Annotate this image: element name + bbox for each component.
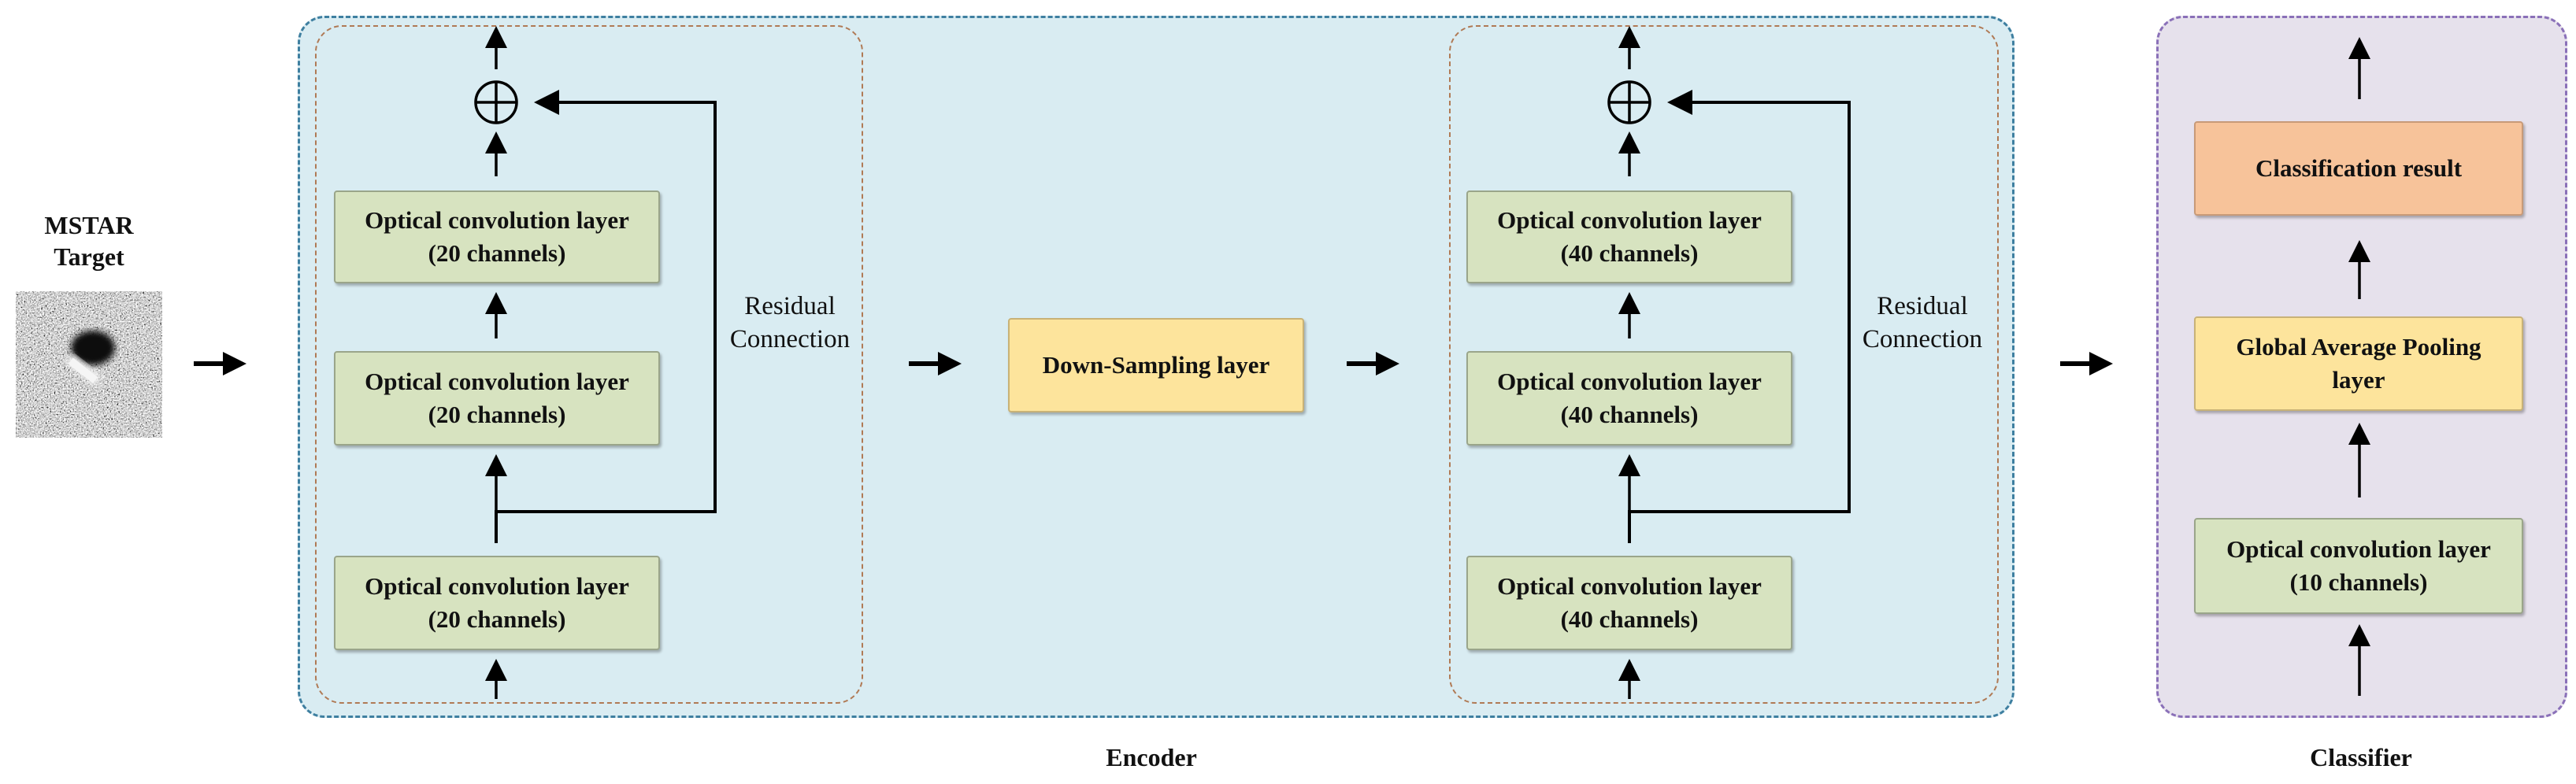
residual-connection-label-2: Residual Connection [1848,290,1997,356]
conv-layer-block1-top-line1: Optical convolution layer [365,206,629,234]
conv-layer-block2-bottom-line2: (40 channels) [1560,605,1699,633]
conv-layer-block1-top: Optical convolution layer (20 channels) [334,190,660,283]
input-title: MSTAR Target [16,209,162,272]
classification-result-label: Classification result [2255,154,2463,182]
conv-layer-block2-middle-line2: (40 channels) [1560,401,1699,428]
residual-path-block1 [495,90,717,543]
conv-layer-block2-top-line1: Optical convolution layer [1497,206,1762,234]
residual-label-2-line1: Residual [1877,292,1968,320]
residual-path-block2 [1628,90,1851,543]
conv-layer-block2-bottom-line1: Optical convolution layer [1497,572,1762,600]
conv-layer-block2-top-line2: (40 channels) [1560,239,1699,267]
conv-layer-classifier: Optical convolution layer (10 channels) [2194,518,2523,614]
conv-layer-block2-top: Optical convolution layer (40 channels) [1466,190,1792,283]
residual-block-1-panel [315,25,863,704]
classification-result-box: Classification result [2194,121,2523,216]
conv-layer-classifier-line2: (10 channels) [2289,568,2428,596]
global-average-pooling-layer: Global Average Pooling layer [2194,316,2523,411]
residual-label-1-line1: Residual [744,292,836,320]
conv-layer-block1-middle-line1: Optical convolution layer [365,368,629,395]
conv-layer-block1-bottom-line2: (20 channels) [428,605,566,633]
conv-layer-block1-bottom: Optical convolution layer (20 channels) [334,556,660,650]
residual-label-1-line2: Connection [729,325,851,353]
conv-layer-block1-middle-line2: (20 channels) [428,401,566,428]
down-sampling-layer: Down-Sampling layer [1008,318,1304,412]
conv-layer-block1-middle: Optical convolution layer (20 channels) [334,351,660,446]
mstar-target-image [16,291,162,438]
conv-layer-block2-bottom: Optical convolution layer (40 channels) [1466,556,1792,650]
encoder-label: Encoder [1106,743,1197,771]
residual-connection-label-1: Residual Connection [715,290,865,356]
conv-layer-classifier-line1: Optical convolution layer [2226,535,2491,563]
classifier-label: Classifier [2310,743,2412,771]
input-title-line1: MSTAR [44,211,134,239]
down-sampling-label: Down-Sampling layer [1042,351,1270,379]
residual-label-2-line2: Connection [1862,325,1983,353]
pooling-label-line2: layer [2332,366,2385,394]
pooling-label-line1: Global Average Pooling [2236,333,2481,361]
conv-layer-block1-top-line2: (20 channels) [428,239,566,267]
conv-layer-block2-middle-line1: Optical convolution layer [1497,368,1762,395]
residual-block-2-panel [1449,25,1999,704]
input-title-line2: Target [54,242,124,271]
conv-layer-block2-middle: Optical convolution layer (40 channels) [1466,351,1792,446]
conv-layer-block1-bottom-line1: Optical convolution layer [365,572,629,600]
